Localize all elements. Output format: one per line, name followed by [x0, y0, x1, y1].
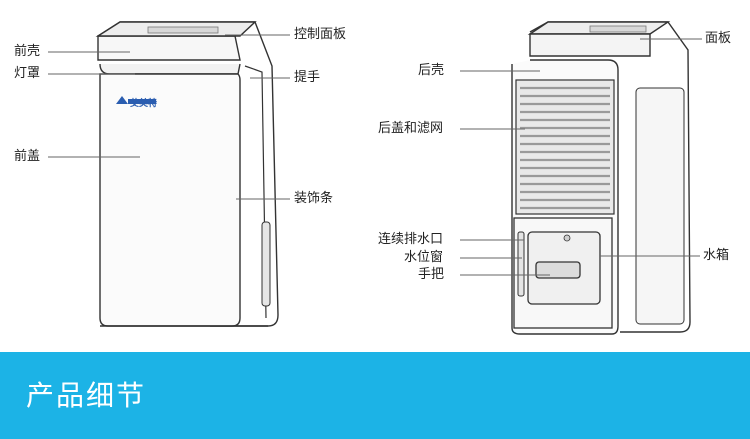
label-water-window: 水位窗	[404, 250, 444, 265]
banner-title: 产品细节	[26, 379, 147, 412]
label-rear-cover-filter: 后盖和滤网	[378, 121, 444, 136]
label-handle: 提手	[294, 70, 321, 85]
label-drain-outlet: 连续排水口	[378, 232, 444, 247]
label-light-cover: 灯罩	[14, 66, 41, 81]
product-illustration	[48, 21, 702, 335]
label-grip: 手把	[418, 267, 445, 282]
rear-grille-slats	[520, 86, 610, 210]
label-control-panel: 控制面板	[294, 27, 347, 42]
brand-logo-text: 艾美特	[130, 99, 158, 109]
rear-tank	[513, 217, 613, 329]
label-front-shell: 前壳	[14, 44, 41, 59]
leader-lines	[48, 34, 702, 276]
front-unit	[95, 21, 279, 327]
label-front-cover: 前盖	[14, 149, 41, 164]
front-unit-logo	[116, 96, 156, 104]
label-rear-shell: 后壳	[418, 63, 445, 78]
label-trim-strip: 装饰条	[294, 191, 334, 206]
label-panel: 面板	[705, 31, 732, 46]
section-banner: 产品细节	[0, 352, 750, 439]
product-diagram: 前壳 灯罩 前盖 控制面板 提手 装饰条 艾美特 面板 后壳 后盖和滤网 连续排…	[14, 21, 732, 335]
label-water-tank: 水箱	[703, 248, 730, 263]
